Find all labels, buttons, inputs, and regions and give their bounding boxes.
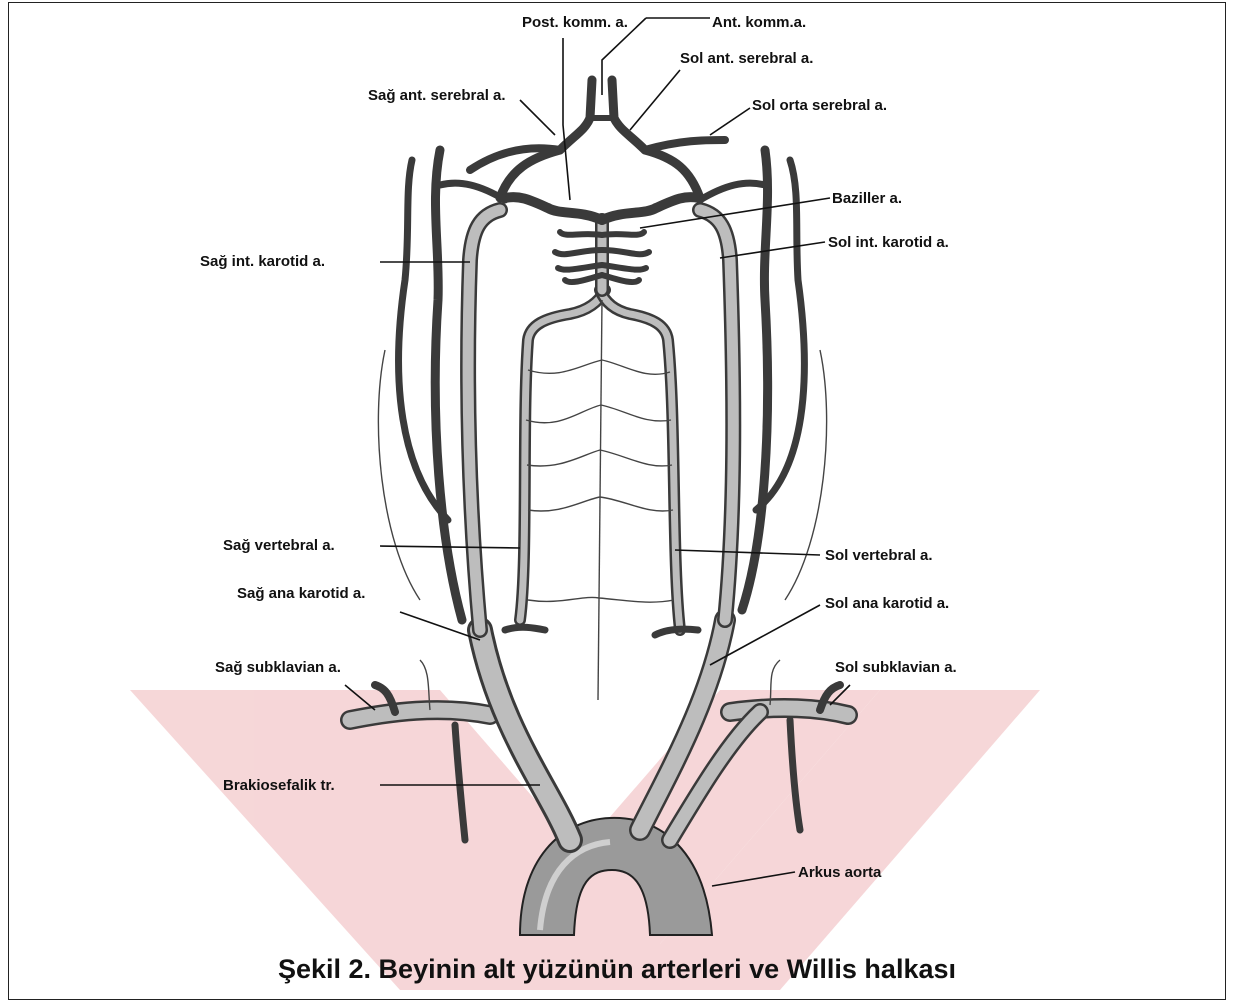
label-sol-vertebral: Sol vertebral a.	[825, 547, 933, 564]
label-ant-komm: Ant. komm.a.	[712, 14, 806, 31]
label-sag-int-karotid: Sağ int. karotid a.	[200, 253, 325, 270]
circle-of-willis	[440, 80, 765, 290]
label-sol-ana-karotid: Sol ana karotid a.	[825, 595, 949, 612]
label-sag-ant-serebral: Sağ ant. serebral a.	[368, 87, 506, 104]
label-baziller: Baziller a.	[832, 190, 902, 207]
label-sol-orta-serebral: Sol orta serebral a.	[752, 97, 887, 114]
figure-caption: Şekil 2. Beyinin alt yüzünün arterleri v…	[0, 954, 1234, 985]
label-sag-vertebral: Sağ vertebral a.	[223, 537, 335, 554]
vertebral-arteries	[520, 290, 680, 700]
label-sag-subklavian: Sağ subklavian a.	[215, 659, 341, 676]
label-sol-ant-serebral: Sol ant. serebral a.	[680, 50, 813, 67]
label-sol-int-karotid: Sol int. karotid a.	[828, 234, 949, 251]
label-arkus-aorta: Arkus aorta	[798, 864, 882, 881]
label-sol-subklavian: Sol subklavian a.	[835, 659, 957, 676]
label-brakiosefalik: Brakiosefalik tr.	[223, 777, 335, 794]
label-sag-ana-karotid: Sağ ana karotid a.	[237, 585, 365, 602]
label-post-komm: Post. komm. a.	[522, 14, 628, 31]
